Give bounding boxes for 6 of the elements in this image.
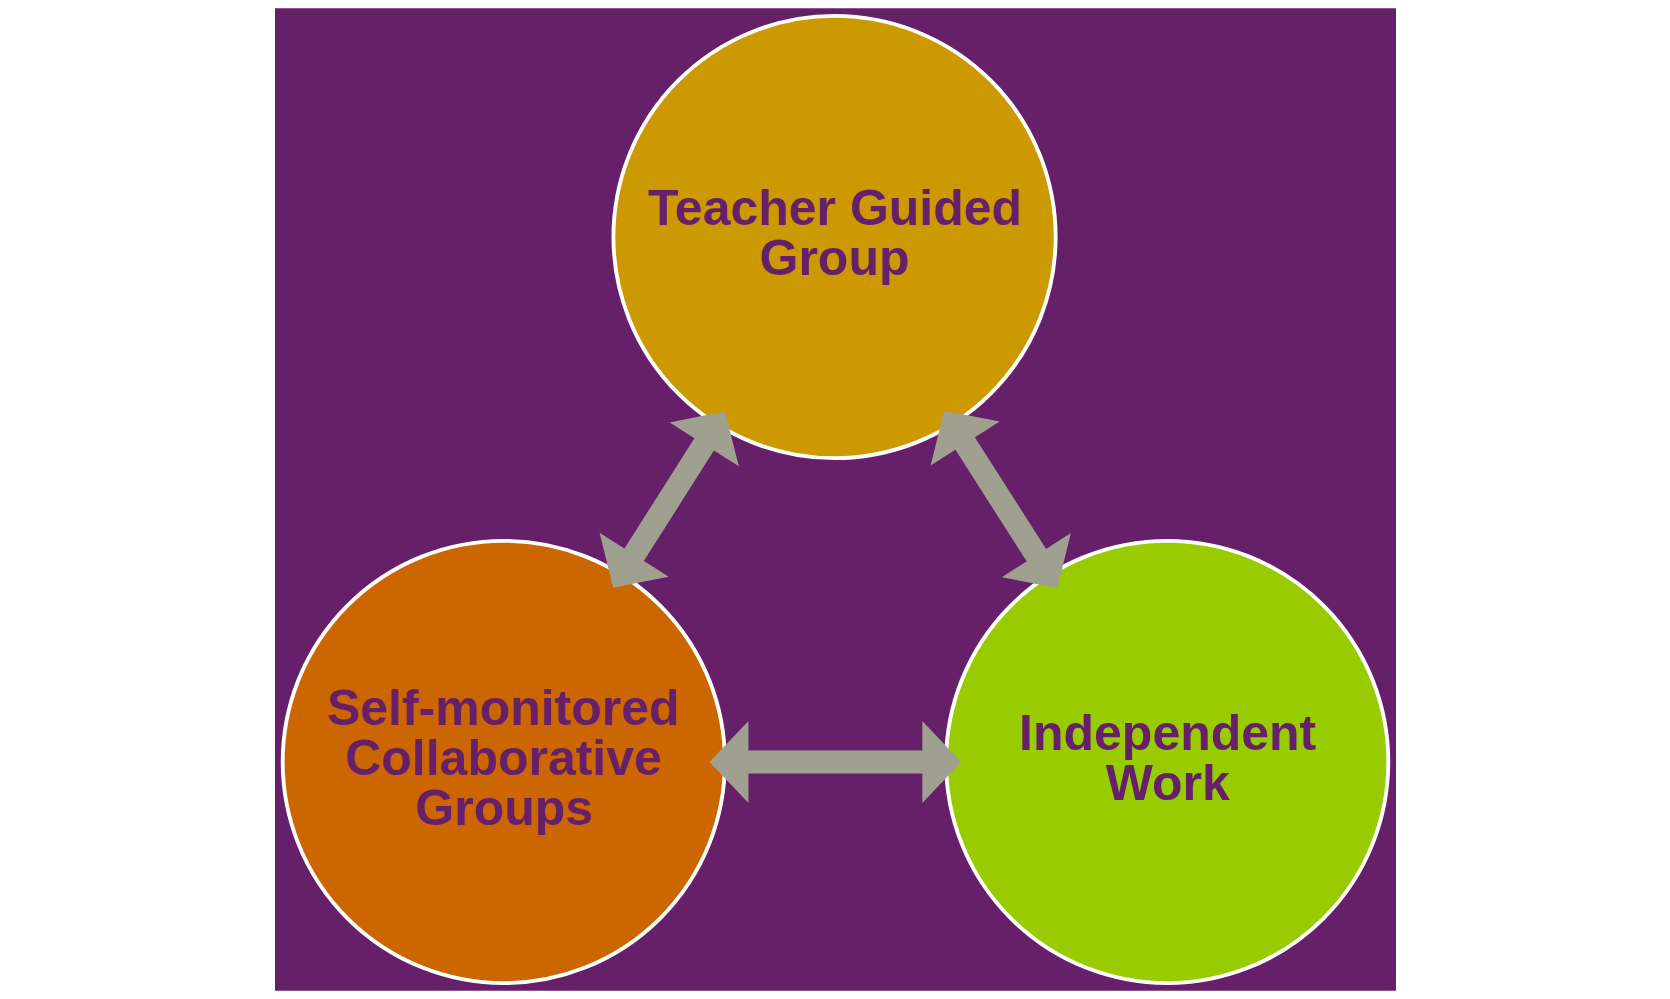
arrow (599, 411, 739, 588)
arrow (930, 410, 1071, 589)
node-circle: Self-monitored Collaborative Groups (280, 538, 727, 985)
arrow (708, 721, 961, 803)
node-circle: Independent Work (943, 538, 1390, 985)
node-circle: Teacher Guided Group (611, 14, 1058, 461)
